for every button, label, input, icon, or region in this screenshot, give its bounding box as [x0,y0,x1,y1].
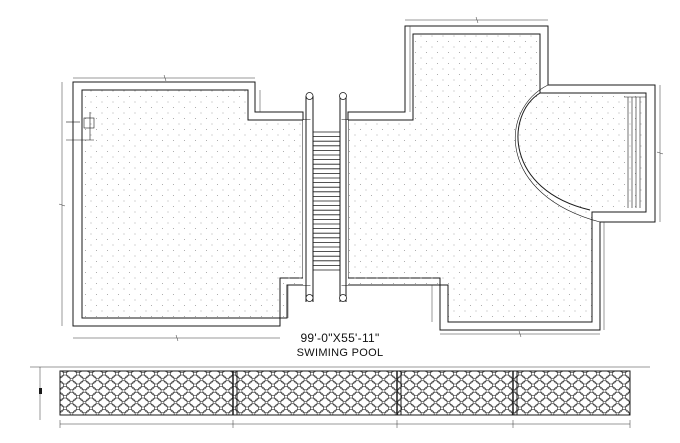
pool-bridge-ladder [305,92,347,302]
pool-title: SWIMING POOL [296,347,384,359]
pool-steps-right [624,96,646,208]
dimension-ticks [58,16,664,342]
pool-corner-detail [66,112,95,141]
pool-curved-bay-outer [515,84,601,223]
pool-curved-bay [517,92,591,211]
dimension-lines [61,19,661,339]
stone-wall-elevation [30,366,650,428]
pool-left-basin [81,89,311,319]
pool-dimensions-label: 99'-0"X55'-11" [300,331,380,345]
pool-center-channel [303,120,348,285]
pool-right-basin [341,33,647,323]
